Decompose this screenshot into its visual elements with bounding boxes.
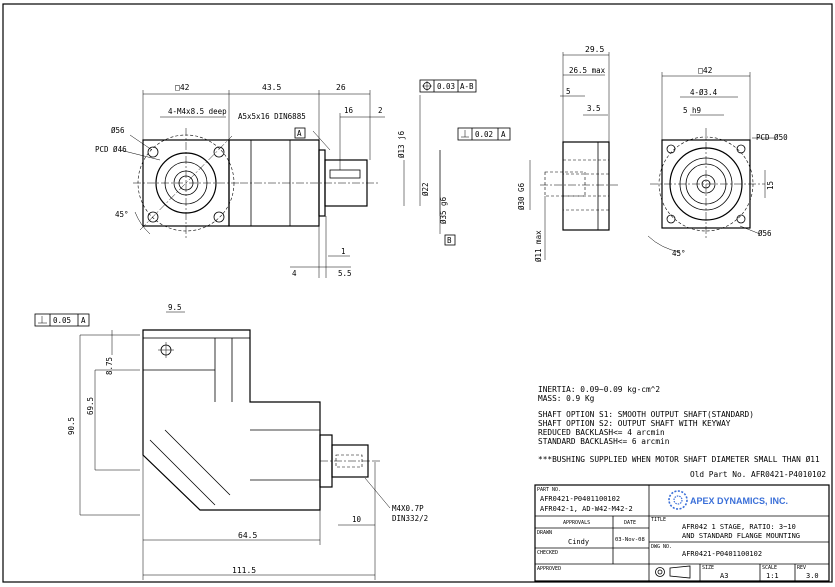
dim-4: 4 xyxy=(292,269,297,278)
dim-end-angle45: 45° xyxy=(672,249,686,258)
svg-text:APPROVED: APPROVED xyxy=(537,566,561,572)
dim-43-5: 43.5 xyxy=(262,83,281,92)
dwg-no: AFR0421-P0401100102 xyxy=(682,550,762,558)
svg-text:CHECKED: CHECKED xyxy=(537,550,558,556)
note-s2: SHAFT OPTION S2: OUTPUT SHAFT WITH KEYWA… xyxy=(538,419,731,428)
part-no-1: AFR0421-P0401100102 xyxy=(540,495,620,503)
svg-text:REV: REV xyxy=(797,565,806,571)
dim-15: 15 xyxy=(766,181,775,190)
dim-phi56: Ø56 xyxy=(111,126,125,135)
svg-text:DATE: DATE xyxy=(624,520,636,526)
position-tolerance-frame: 0.03 A-B xyxy=(419,79,477,93)
svg-text:A: A xyxy=(81,316,86,325)
mount-hole xyxy=(147,146,159,158)
thread-spec: M4X0.7P xyxy=(392,504,424,513)
side-section-view: 29.5 26.5 max 5 3.5 Ø30 G6 Ø11 max xyxy=(517,45,620,262)
mount-hole xyxy=(147,211,159,223)
dim-16: 16 xyxy=(344,106,354,115)
note-bushing: ***BUSHING SUPPLIED WHEN MOTOR SHAFT DIA… xyxy=(538,455,820,464)
drawn-date: 03-Nov-08 xyxy=(615,537,645,543)
datum-b-box xyxy=(444,234,456,246)
note-reduced: REDUCED BACKLASH<= 4 arcmin xyxy=(538,428,665,437)
datum-b: B xyxy=(447,236,452,245)
dim-pcd46: PCD Ø46 xyxy=(95,145,127,154)
sheet-size: A3 xyxy=(720,572,728,580)
datum-a-box xyxy=(294,127,306,139)
note-s1: SHAFT OPTION S1: SMOOTH OUTPUT SHAFT(STA… xyxy=(538,410,754,419)
company-logo-icon xyxy=(668,490,688,510)
mount-hole xyxy=(213,211,225,223)
datum-a: A xyxy=(297,129,302,138)
dim-26: 26 xyxy=(336,83,346,92)
dim-tap: 4-M4x8.5 deep xyxy=(168,107,227,116)
note-old-part: Old Part No. AFR0421-P4010102 xyxy=(690,470,826,479)
svg-text:DRAWN: DRAWN xyxy=(537,530,552,536)
svg-text:SIZE: SIZE xyxy=(702,565,714,571)
perpendicularity-frame-top: 0.02 A xyxy=(457,127,511,141)
note-mass: MASS: 0.9 Kg xyxy=(538,394,594,403)
svg-text:SCALE: SCALE xyxy=(762,565,777,571)
dim-angle45: 45° xyxy=(115,210,129,219)
title-line-2: AND STANDARD FLANGE MOUNTING xyxy=(682,532,800,540)
dim-end-phi56: Ø56 xyxy=(758,229,772,238)
dim-2: 2 xyxy=(378,106,383,115)
dim-26-5-max: 26.5 max xyxy=(569,66,606,75)
dim-phi22: Ø22 xyxy=(421,182,430,196)
dim-111-5: 111.5 xyxy=(232,566,256,575)
title-block: PART NO. AFR0421-P0401100102 AFR042-1, A… xyxy=(534,484,830,582)
dim-phi35: Ø35 g6 xyxy=(439,196,448,224)
dim-64-5: 64.5 xyxy=(238,531,257,540)
svg-text:A: A xyxy=(501,130,506,139)
svg-text:APPROVALS: APPROVALS xyxy=(563,520,590,526)
title-line-1: AFR042 1 STAGE, RATIO: 3~10 xyxy=(682,523,796,531)
dim-69-5: 69.5 xyxy=(86,397,95,415)
dim-90-5: 90.5 xyxy=(67,417,76,435)
svg-text:0.05: 0.05 xyxy=(53,316,71,325)
projection-symbol-icon xyxy=(655,565,691,579)
end-view: □42 4-Ø3.4 5 h9 PCD Ø50 15 Ø56 45° xyxy=(647,66,788,258)
revision: 3.0 xyxy=(806,572,819,580)
dim-5: 5 xyxy=(566,87,571,96)
bottom-view: 0.05 A 9.5 8.75 69.5 90.5 64.5 111.5 10 … xyxy=(34,303,428,580)
dim-8-75: 8.75 xyxy=(105,357,114,375)
dim-end-sq42: □42 xyxy=(698,66,713,75)
sheet-scale: 1:1 xyxy=(766,572,779,580)
svg-text:A-B: A-B xyxy=(460,82,474,91)
dim-phi11: Ø11 max xyxy=(534,230,543,262)
dim-holes: 4-Ø3.4 xyxy=(690,88,718,97)
notes-block: INERTIA: 0.09~0.09 kg-cm^2 MASS: 0.9 Kg … xyxy=(538,385,826,479)
part-no-2: AFR042-1, AD-W42-M42-2 xyxy=(540,505,633,513)
keyway xyxy=(329,169,361,179)
dim-key: A5x5x16 DIN6885 xyxy=(238,112,306,121)
dim-10: 10 xyxy=(352,515,362,524)
dim-phi30: Ø30 G6 xyxy=(517,182,526,210)
perpendicularity-frame-bottom: 0.05 A xyxy=(34,313,90,327)
svg-text:0.03: 0.03 xyxy=(437,82,455,91)
note-inertia: INERTIA: 0.09~0.09 kg-cm^2 xyxy=(538,385,660,394)
dim-keyw: 5 h9 xyxy=(683,106,701,115)
dim-pcd50: PCD Ø50 xyxy=(756,133,788,142)
company-name: APEX DYNAMICS, INC. xyxy=(690,496,788,506)
thread-standard: DIN332/2 xyxy=(392,514,428,523)
svg-text:0.02: 0.02 xyxy=(475,130,493,139)
dim-9-5: 9.5 xyxy=(168,303,182,312)
svg-text:DWG NO.: DWG NO. xyxy=(651,544,672,550)
dim-1: 1 xyxy=(341,247,346,256)
svg-text:TITLE: TITLE xyxy=(651,517,666,523)
mount-hole xyxy=(213,146,225,158)
svg-text:PART NO.: PART NO. xyxy=(537,487,561,493)
dim-29-5: 29.5 xyxy=(585,45,604,54)
dim-5-5: 5.5 xyxy=(338,269,352,278)
note-standard: STANDARD BACKLASH<= 6 arcmin xyxy=(538,437,669,446)
front-view: □42 43.5 26 16 2 4-M4x8.5 deep A5x5x16 D… xyxy=(95,79,511,278)
sheet-border xyxy=(2,3,833,583)
drawn-by: Cindy xyxy=(568,538,589,546)
dim-3-5: 3.5 xyxy=(587,104,601,113)
dim-phi13: Ø13 j6 xyxy=(397,130,406,158)
dim-sq42: □42 xyxy=(175,83,190,92)
